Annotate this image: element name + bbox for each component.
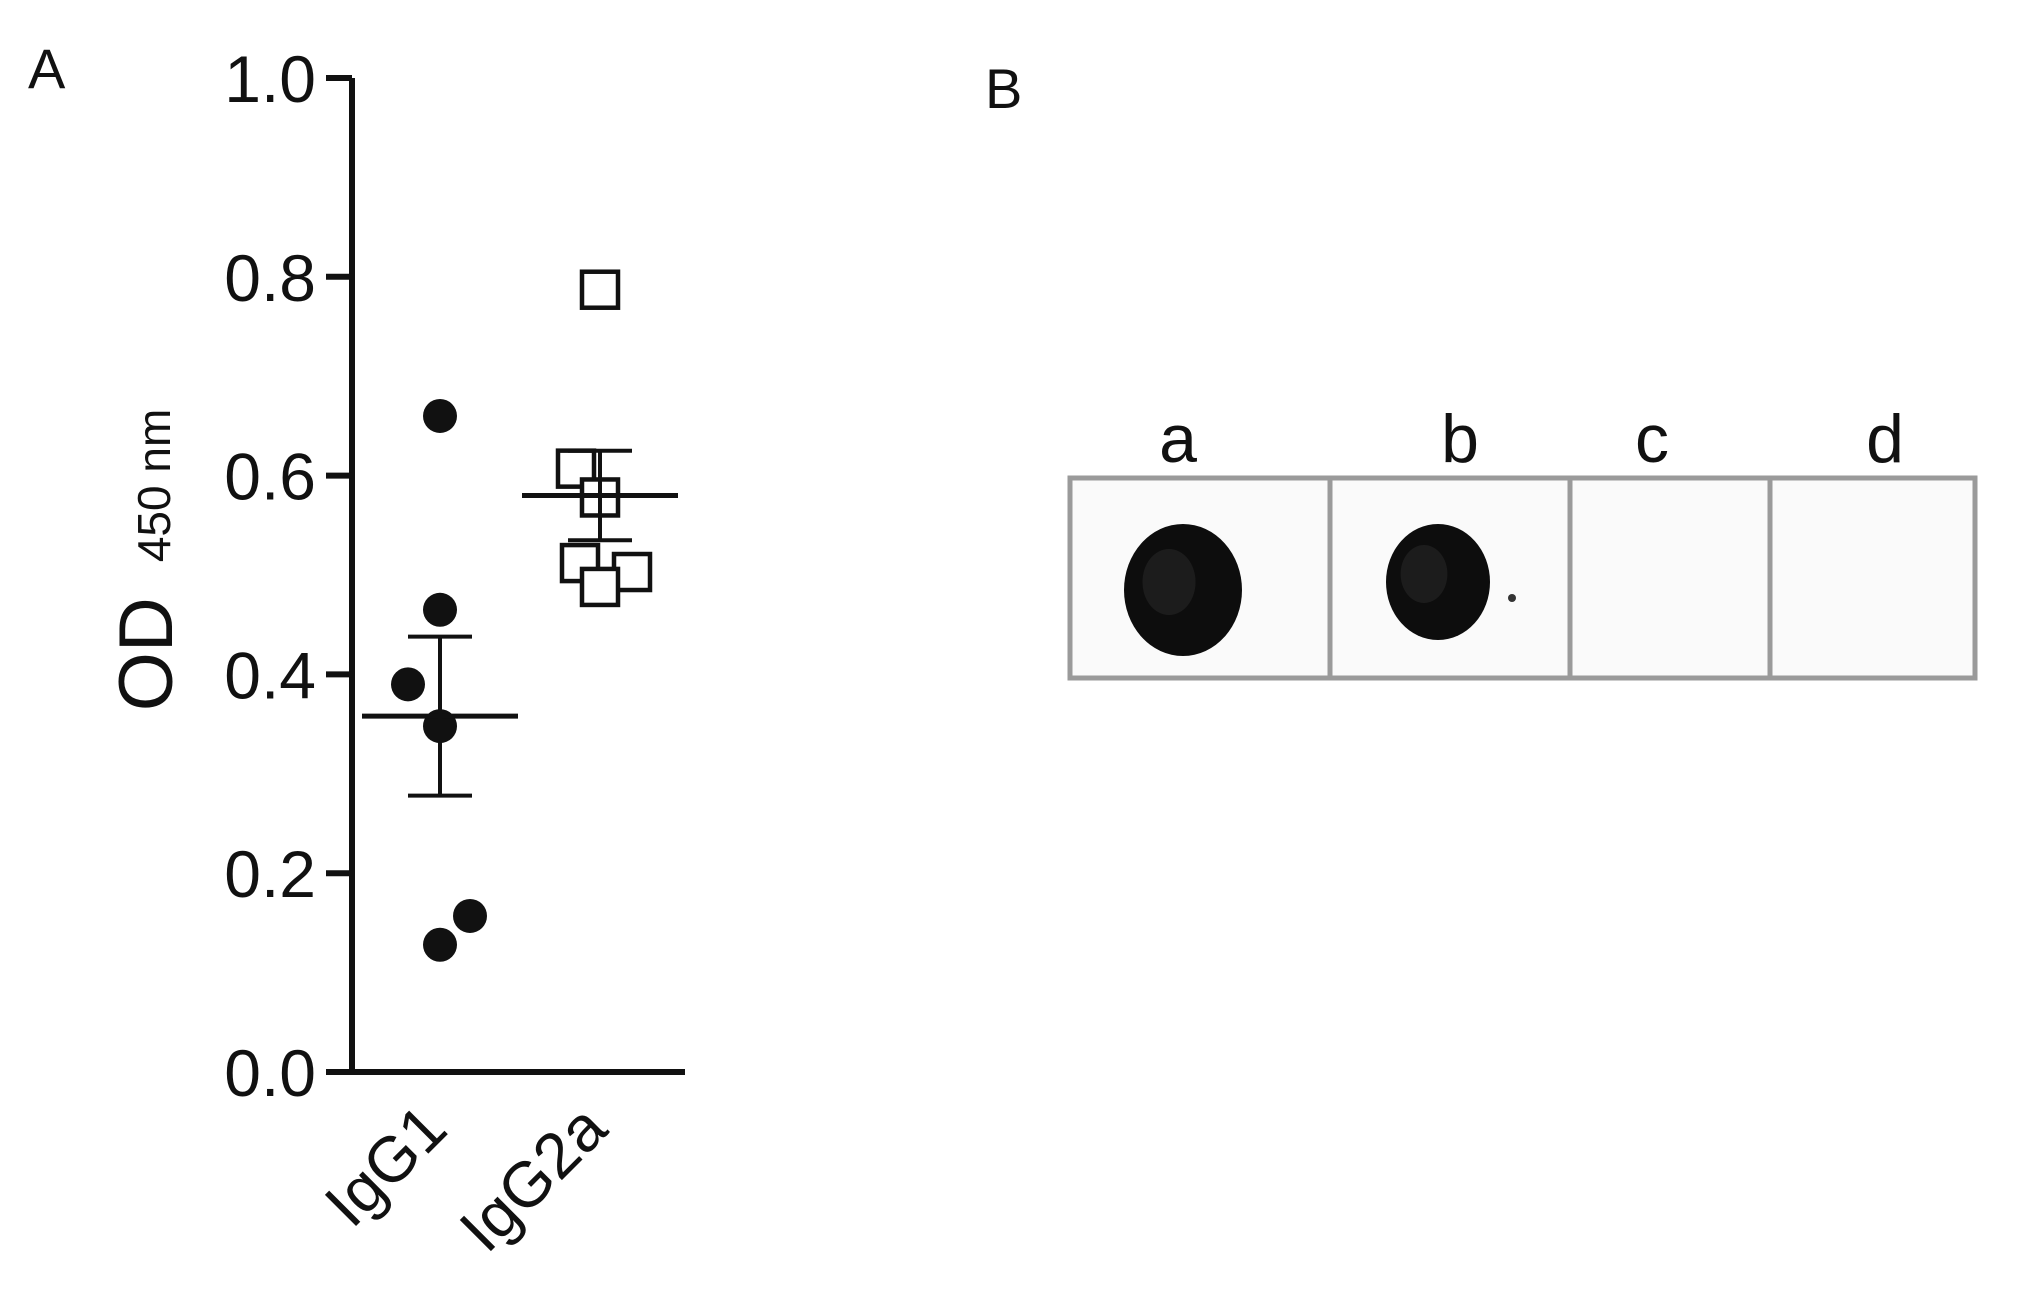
y-axis-title-main: OD <box>104 597 189 711</box>
lane-label: a <box>1159 401 1197 477</box>
data-point-igg2a <box>579 566 621 608</box>
mean-error-bars <box>362 448 678 798</box>
panel-b-dot-blot: B a b c d <box>985 57 1978 681</box>
data-point-igg1 <box>391 667 425 702</box>
x-category-label: IgG2a <box>446 1091 620 1265</box>
y-tick-label: 0.0 <box>224 1036 316 1110</box>
data-point-igg1 <box>423 592 457 627</box>
y-axis-title-subscript: 450 nm <box>128 409 180 562</box>
data-points <box>391 269 653 962</box>
y-axis-title: OD 450 nm <box>104 409 189 712</box>
data-point-igg1 <box>453 898 487 933</box>
lane-label: d <box>1866 401 1904 477</box>
blot-speck <box>1508 594 1516 602</box>
dot-blot-strip: a b c d <box>1067 401 1978 681</box>
y-tick-label: 0.6 <box>224 440 316 514</box>
data-point-igg2a <box>579 269 621 310</box>
data-point-igg1 <box>423 927 457 962</box>
y-axis-ticks: 0.0 0.2 0.4 0.6 0.8 1.0 <box>224 42 352 1110</box>
lane-label: c <box>1635 401 1669 477</box>
y-tick-label: 0.4 <box>224 638 316 712</box>
y-tick-label: 0.2 <box>224 837 316 911</box>
blot-dot-highlight <box>1142 549 1196 615</box>
panel-letter-a: A <box>28 37 66 100</box>
lane-label: b <box>1441 401 1479 477</box>
data-point-igg1 <box>423 398 457 433</box>
panel-a-axes <box>349 78 685 1075</box>
panel-letter-b: B <box>985 57 1022 120</box>
x-category-label: IgG1 <box>311 1091 460 1240</box>
y-tick-label: 1.0 <box>224 42 316 116</box>
blot-dot-highlight <box>1400 545 1448 603</box>
y-tick-label: 0.8 <box>224 241 316 315</box>
